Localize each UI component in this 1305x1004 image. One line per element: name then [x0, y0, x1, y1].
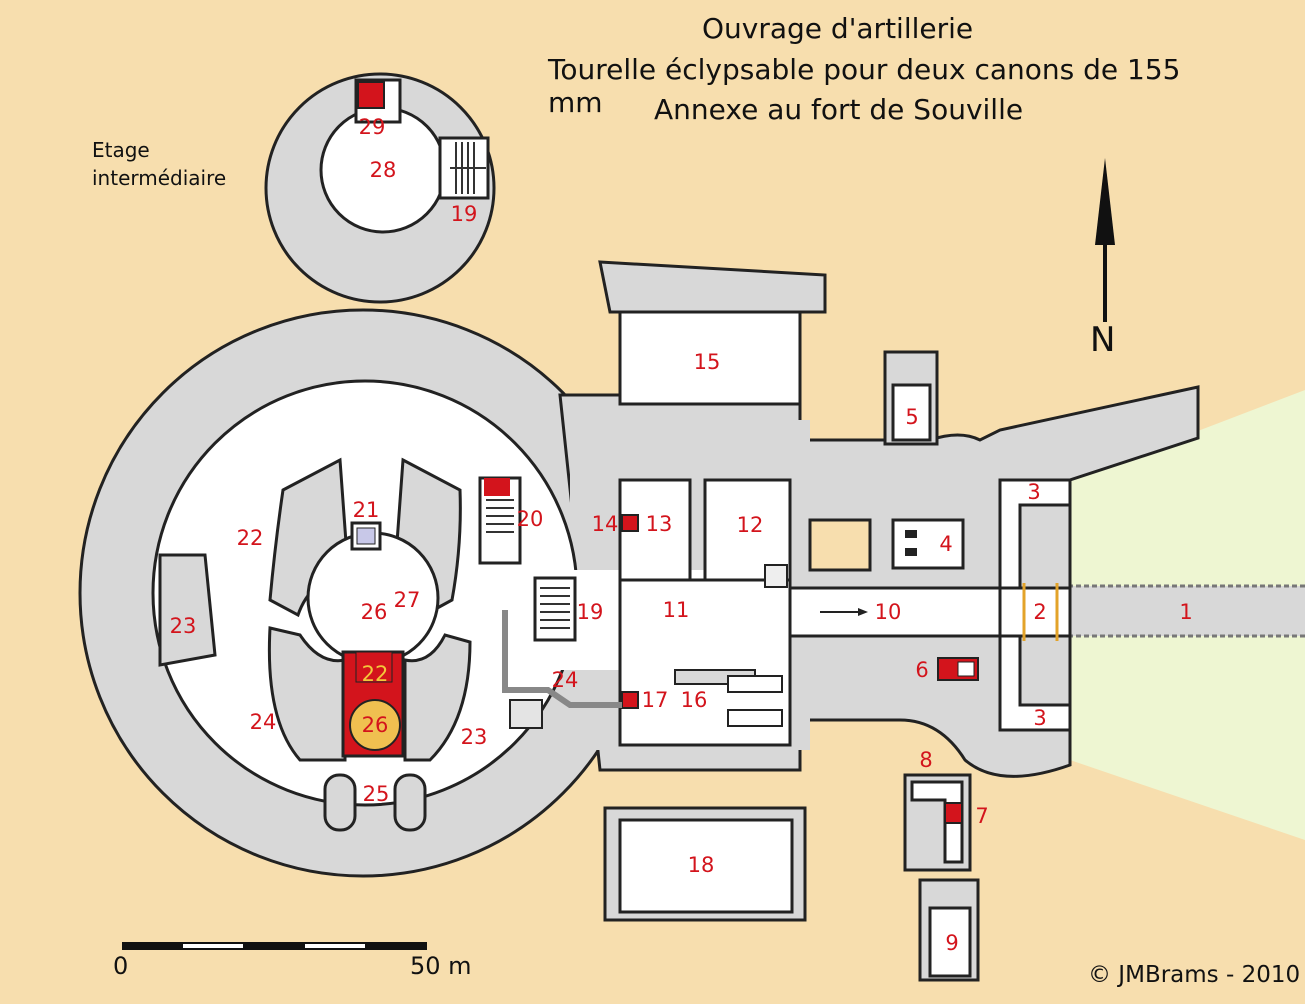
latrine-b — [905, 548, 917, 556]
ventilation-pipe — [502, 610, 622, 708]
room-label-28: 28 — [369, 158, 397, 182]
room-label-21: 21 — [352, 498, 380, 522]
scale-start-label: 0 — [113, 952, 129, 980]
room-label-19: 19 — [576, 600, 604, 624]
room-label-11: 11 — [662, 598, 690, 622]
shaft-7 — [944, 802, 963, 824]
machine-23 — [509, 699, 543, 729]
scale-bar — [122, 942, 427, 950]
title-line-1: Ouvrage d'artillerie — [702, 12, 974, 45]
inset-shaft-29 — [357, 81, 385, 109]
inset-label-line2: intermédiaire — [92, 166, 227, 190]
room-label-16: 16 — [680, 688, 708, 712]
shaft-20 — [484, 478, 510, 496]
room-label-19-inset: 19 — [450, 202, 478, 226]
room-label-23-west: 23 — [169, 614, 197, 638]
title-line-3: Annexe au fort de Souville — [654, 93, 1024, 126]
room-label-27: 27 — [393, 588, 421, 612]
room-label-25: 25 — [362, 782, 390, 806]
room-label-8: 8 — [919, 748, 933, 772]
cistern — [808, 518, 872, 572]
room-label-22: 22 — [236, 526, 264, 550]
room-label-22-magazine: 22 — [361, 662, 389, 686]
room-label-2: 2 — [1033, 600, 1047, 624]
magazine-26-well — [349, 699, 401, 751]
room-label-29: 29 — [358, 115, 386, 139]
room-6-door — [957, 661, 975, 677]
room-label-9: 9 — [945, 931, 959, 955]
north-arrow-head — [1095, 158, 1115, 245]
stair-20-treads — [486, 499, 514, 533]
room-label-17: 17 — [641, 688, 669, 712]
latrine-a — [905, 530, 917, 538]
room-label-13: 13 — [645, 512, 673, 536]
room-label-7: 7 — [975, 804, 989, 828]
title-line-2: Tourelle éclypsable pour deux canons de … — [548, 53, 1181, 119]
room-label-3-north: 3 — [1027, 480, 1041, 504]
bench-16b — [727, 709, 783, 727]
room-label-26: 26 — [360, 600, 388, 624]
scale-end-label: 50 m — [410, 952, 472, 980]
outbuildings — [598, 260, 980, 982]
shaft-21-inner — [356, 527, 376, 545]
room-4 — [891, 518, 965, 570]
entrance-block — [998, 478, 1072, 732]
room-label-5: 5 — [905, 405, 919, 429]
room-label-15: 15 — [693, 350, 721, 374]
corridor-arrowhead — [858, 608, 868, 616]
stair-19-treads — [540, 587, 570, 629]
room-label-18: 18 — [687, 853, 715, 877]
room-label-4: 4 — [939, 532, 953, 556]
magazine-22-niche — [355, 651, 393, 683]
inset-label: Etage intermédiaire — [92, 136, 226, 192]
small-room-12 — [764, 564, 788, 588]
shaft-17 — [621, 691, 639, 709]
credit: © JMBrams - 2010 — [1088, 962, 1301, 988]
room-label-14: 14 — [591, 512, 619, 536]
room-label-24-west: 24 — [249, 710, 277, 734]
room-label-23-east: 23 — [460, 725, 488, 749]
inset-stair-treads — [450, 142, 486, 194]
room-label-10: 10 — [874, 600, 902, 624]
shaft-13 — [621, 514, 639, 532]
room-label-3-south: 3 — [1033, 706, 1047, 730]
room-label-26-well: 26 — [361, 713, 389, 737]
room-label-20: 20 — [516, 507, 544, 531]
inset-label-line1: Etage — [92, 138, 150, 162]
room-label-24-east: 24 — [551, 668, 579, 692]
north-label: N — [1090, 320, 1116, 360]
bench-16a — [727, 675, 783, 693]
approach-road — [1060, 586, 1305, 636]
room-label-6: 6 — [915, 658, 929, 682]
room-label-1: 1 — [1179, 600, 1193, 624]
room-label-12: 12 — [736, 513, 764, 537]
